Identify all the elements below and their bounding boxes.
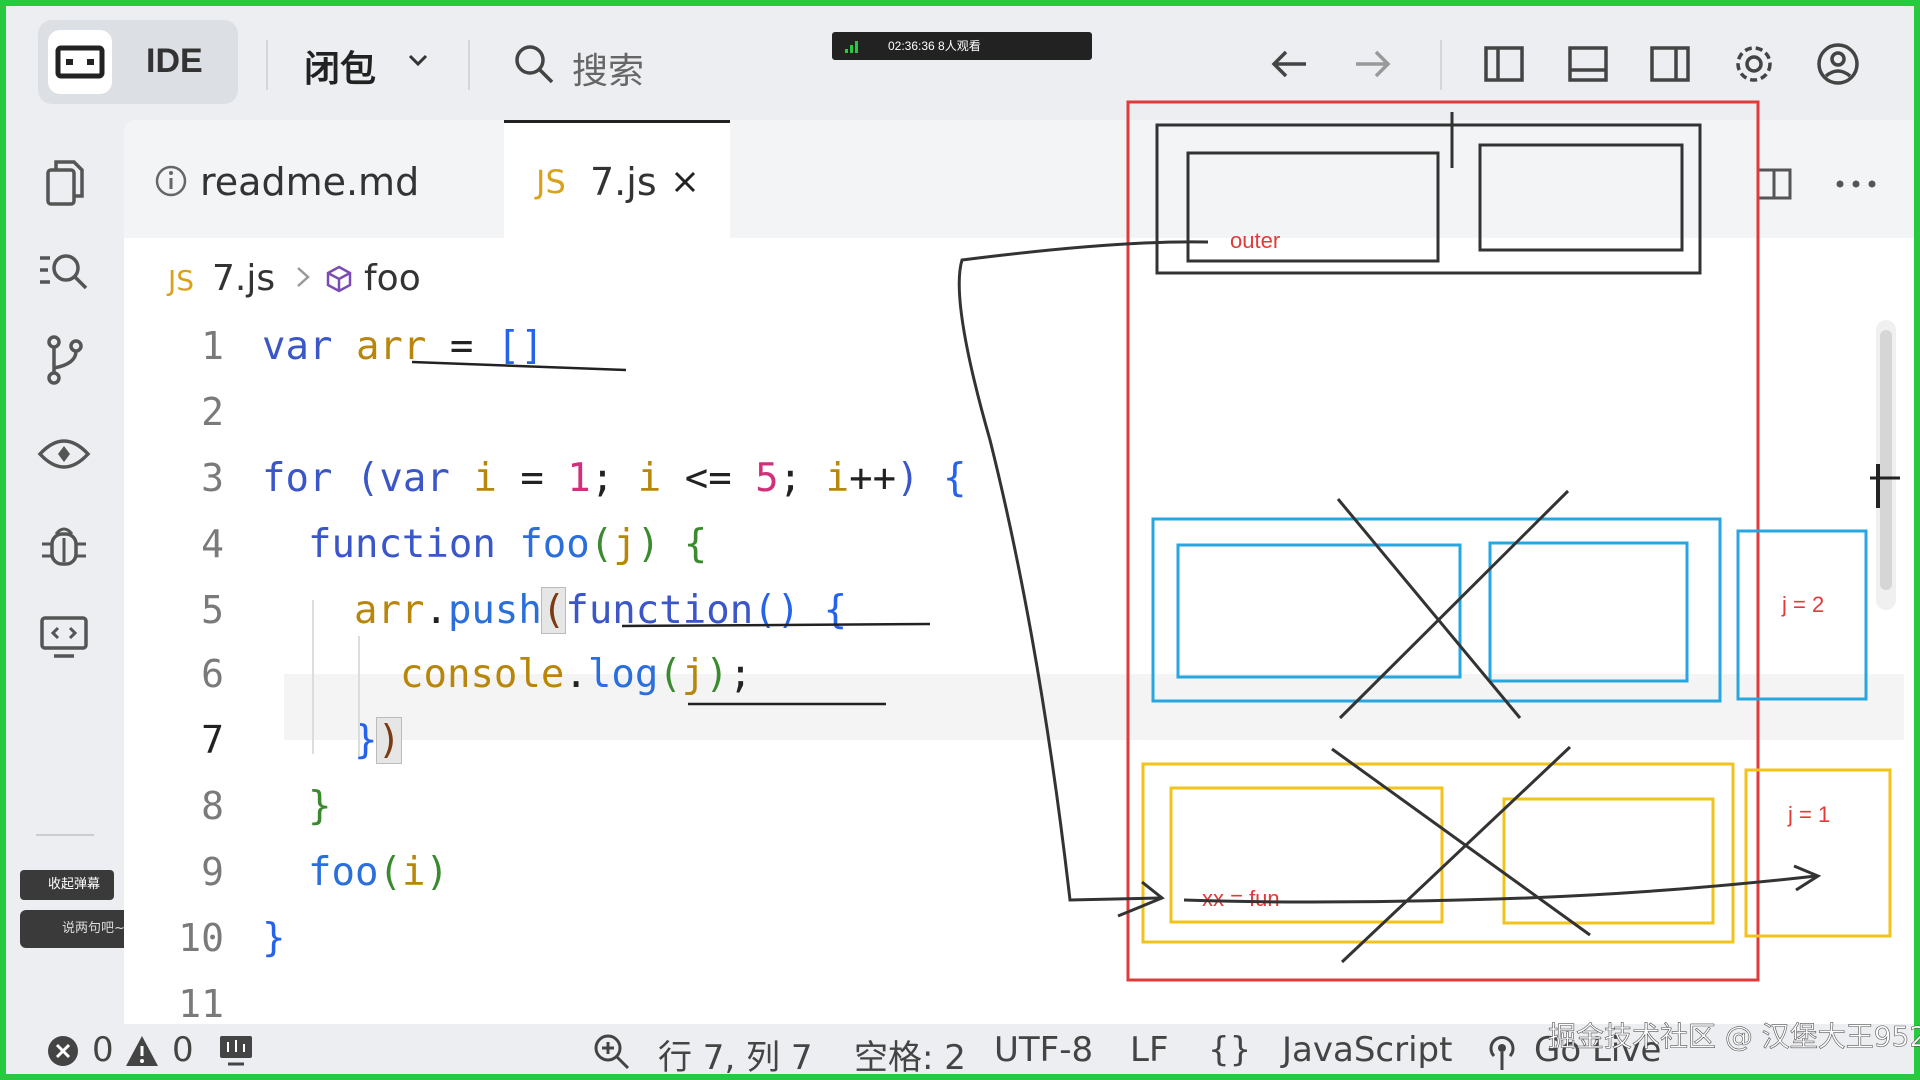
code-line[interactable]: 4 function foo(j) { [124, 512, 1524, 578]
indent-guide [312, 600, 314, 754]
language-mode[interactable]: JavaScript [1282, 1030, 1453, 1070]
code-text: for (var i = 1; i <= 5; i++) { [262, 456, 967, 501]
line-number: 5 [201, 588, 224, 632]
gear-icon[interactable] [1726, 36, 1782, 92]
files-icon[interactable] [34, 154, 94, 214]
symbol-cube-icon [324, 264, 354, 299]
code-text: }) [354, 717, 402, 764]
code-text: function foo(j) { [308, 522, 708, 567]
tab-bar: readme.md JS 7.js [124, 120, 1914, 238]
error-count: 0 [92, 1030, 114, 1070]
back-arrow-icon[interactable] [1262, 36, 1318, 92]
scrollbar-thumb[interactable] [1880, 330, 1892, 590]
encoding[interactable]: UTF-8 [994, 1030, 1094, 1070]
danmu-placeholder: 说两句吧~ [62, 921, 125, 936]
code-line[interactable]: 8 } [124, 774, 1524, 840]
zoom-icon[interactable] [592, 1032, 632, 1074]
breadcrumb-file[interactable]: 7.js [212, 258, 276, 299]
line-number: 2 [201, 390, 224, 434]
forward-arrow-icon[interactable] [1344, 36, 1400, 92]
line-number: 11 [178, 982, 224, 1026]
debug-bug-icon[interactable] [34, 516, 94, 576]
indent-guide [358, 636, 360, 756]
code-line[interactable]: 11 [124, 972, 1524, 1038]
ide-window: IDE 闭包 搜索 02:36:36 8人观看 [6, 6, 1914, 1074]
breadcrumb-symbol[interactable]: foo [364, 258, 421, 299]
preview-eye-icon[interactable] [34, 424, 94, 484]
account-icon[interactable] [1810, 36, 1866, 92]
code-line[interactable]: 5 arr.push(function() { [124, 578, 1524, 644]
code-line[interactable]: 2 [124, 380, 1524, 446]
code-text: } [308, 784, 332, 829]
code-line[interactable]: 1 var arr = [] [124, 314, 1524, 380]
line-number: 1 [201, 324, 224, 368]
collapse-danmu-button[interactable]: 收起弹幕 [20, 870, 114, 900]
line-number: 9 [201, 850, 224, 894]
code-line[interactable]: 7 }) [124, 708, 1524, 774]
divider [36, 834, 94, 836]
search-icon[interactable] [512, 42, 556, 91]
indentation[interactable]: 空格: 2 [854, 1038, 966, 1074]
more-options-icon[interactable] [1834, 174, 1878, 199]
warning-icon[interactable] [124, 1034, 160, 1073]
close-icon[interactable] [670, 167, 700, 202]
search-replace-icon[interactable] [34, 240, 94, 300]
error-icon[interactable] [46, 1034, 80, 1073]
toggle-bottom-panel-icon[interactable] [1560, 36, 1616, 92]
remote-screen-icon[interactable] [34, 606, 94, 666]
code-text: var arr = [] [262, 324, 544, 369]
line-number: 4 [201, 522, 224, 566]
go-live-icon[interactable] [1484, 1032, 1520, 1074]
line-number: 8 [201, 784, 224, 828]
line-number: 10 [178, 916, 224, 960]
signal-icon [844, 40, 860, 59]
title-bar: IDE 闭包 搜索 02:36:36 8人观看 [6, 6, 1914, 124]
tab-label: 7.js [590, 160, 657, 204]
code-line[interactable]: 10 } [124, 906, 1524, 972]
broadcast-icon[interactable] [218, 1034, 254, 1071]
scrollbar[interactable] [1876, 320, 1896, 610]
divider [266, 40, 268, 90]
status-bar: 0 0 行 7, 列 7 空格: 2 UTF-8 LF {} JavaScrip… [6, 1024, 1914, 1074]
editor-area: readme.md JS 7.js JS 7.js [124, 120, 1914, 1026]
code-text: } [262, 916, 286, 961]
line-number: 6 [201, 652, 224, 696]
line-number: 3 [201, 456, 224, 500]
ide-logo-icon [48, 30, 112, 94]
code-line[interactable]: 6 console.log(j); [124, 642, 1524, 708]
line-ending[interactable]: LF [1130, 1030, 1169, 1070]
live-status-bar: 02:36:36 8人观看 [832, 32, 1092, 60]
divider [468, 40, 470, 90]
toggle-left-panel-icon[interactable] [1476, 36, 1532, 92]
warning-count: 0 [172, 1030, 194, 1070]
project-name[interactable]: 闭包 [304, 49, 377, 90]
chevron-down-icon[interactable] [404, 46, 432, 79]
tab-readme[interactable]: readme.md [124, 120, 502, 238]
toggle-right-panel-icon[interactable] [1642, 36, 1698, 92]
code-text: foo(i) [308, 850, 449, 895]
js-file-icon: JS [168, 264, 195, 297]
code-text: arr.push(function() { [354, 587, 848, 634]
cursor-position[interactable]: 行 7, 列 7 [658, 1038, 813, 1074]
line-number: 7 [201, 718, 224, 762]
code-text: console.log(j); [400, 652, 753, 697]
code-line[interactable]: 9 foo(i) [124, 840, 1524, 906]
divider [1440, 40, 1442, 90]
ide-badge[interactable]: IDE [38, 20, 238, 104]
code-line[interactable]: 3 for (var i = 1; i <= 5; i++) { [124, 446, 1524, 512]
activity-bar: 收起弹幕 说两句吧~ [6, 124, 154, 1024]
collapse-danmu-label: 收起弹幕 [48, 877, 101, 892]
info-icon [154, 164, 188, 203]
split-editor-icon[interactable] [1756, 166, 1792, 207]
ide-label: IDE [146, 42, 203, 80]
live-status-text: 02:36:36 8人观看 [888, 39, 981, 53]
search-input[interactable]: 搜索 [572, 51, 645, 92]
format-braces[interactable]: {} [1208, 1030, 1252, 1070]
go-live-button[interactable]: Go Live [1534, 1030, 1662, 1070]
source-control-icon[interactable] [34, 330, 94, 390]
chevron-right-icon [292, 262, 314, 297]
tab-label: readme.md [200, 160, 420, 204]
tab-7-js[interactable]: JS 7.js [504, 120, 730, 238]
js-file-icon: JS [536, 163, 566, 201]
